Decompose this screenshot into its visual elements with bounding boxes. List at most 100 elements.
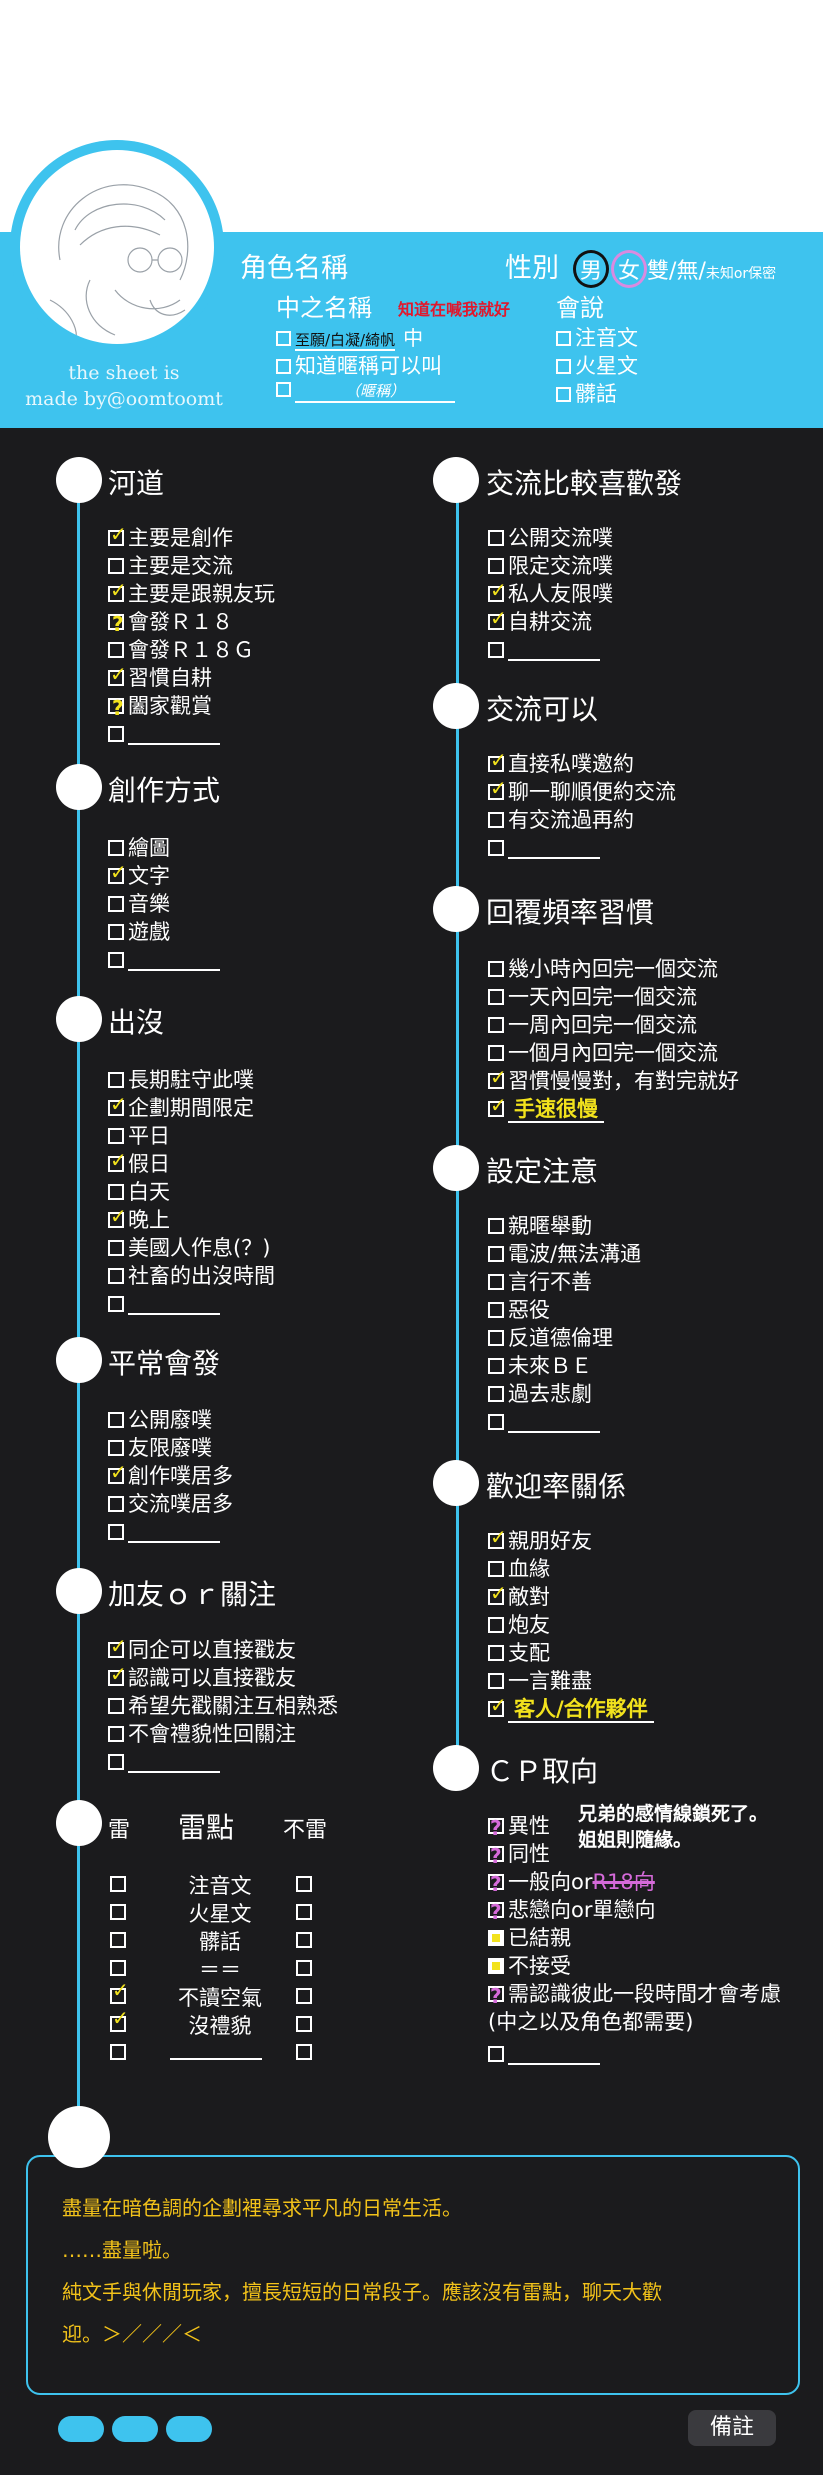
- list-item[interactable]: 主要是創作: [108, 520, 233, 552]
- checkbox[interactable]: [488, 989, 504, 1005]
- speak-option[interactable]: 火星文: [556, 350, 638, 380]
- page-pill[interactable]: [112, 2416, 158, 2442]
- not-mine-checkbox[interactable]: [296, 1932, 312, 1948]
- not-mine-checkbox[interactable]: [296, 1988, 312, 2004]
- checkbox[interactable]: [108, 1660, 127, 1688]
- list-item[interactable]: 繪圖: [108, 834, 170, 862]
- list-item[interactable]: 不會禮貌性回關注: [108, 1720, 296, 1748]
- list-item-blank[interactable]: [488, 1408, 600, 1436]
- checkbox[interactable]: [488, 576, 507, 604]
- checkbox[interactable]: [488, 840, 504, 856]
- checkbox[interactable]: [108, 520, 127, 548]
- checkbox[interactable]: [488, 1302, 504, 1318]
- checkbox[interactable]: [108, 642, 124, 658]
- name-option-3-checkbox[interactable]: [276, 382, 291, 397]
- list-item[interactable]: 親朋好友: [488, 1523, 592, 1555]
- mine-checkbox[interactable]: [110, 2044, 126, 2060]
- list-item-extra[interactable]: 客人/合作夥伴: [488, 1691, 654, 1723]
- list-item[interactable]: 聊一聊順便約交流: [488, 774, 676, 806]
- list-item[interactable]: 私人友限噗: [488, 576, 613, 608]
- list-item-blank[interactable]: [488, 636, 600, 664]
- checkbox[interactable]: [488, 1930, 504, 1946]
- list-item[interactable]: 需認識彼此一段時間才會考慮: [488, 1980, 781, 2010]
- checkbox[interactable]: [488, 1982, 504, 2010]
- checkbox[interactable]: [488, 1814, 504, 1842]
- list-item[interactable]: 言行不善: [488, 1268, 592, 1296]
- list-item[interactable]: 遊戲: [108, 918, 170, 946]
- blank-field[interactable]: [508, 2045, 600, 2065]
- checkbox[interactable]: [488, 1414, 504, 1430]
- name-option-3[interactable]: （暱稱）: [276, 380, 455, 403]
- mine-checkbox[interactable]: [110, 1932, 126, 1948]
- checkbox[interactable]: [108, 558, 124, 574]
- checkbox[interactable]: [488, 1673, 504, 1689]
- checkbox[interactable]: [488, 1691, 507, 1719]
- checkbox[interactable]: [488, 1274, 504, 1290]
- checkbox[interactable]: [108, 726, 124, 742]
- list-item[interactable]: 長期駐守此噗: [108, 1066, 254, 1094]
- checkbox[interactable]: [108, 1726, 124, 1742]
- list-item[interactable]: 不接受: [488, 1952, 571, 1980]
- checkbox[interactable]: [108, 660, 127, 688]
- checkbox[interactable]: [488, 1842, 504, 1870]
- checkbox[interactable]: [108, 610, 124, 638]
- list-item-blank[interactable]: [108, 720, 220, 748]
- checkbox[interactable]: [488, 604, 507, 632]
- list-item[interactable]: 一周內回完一個交流: [488, 1011, 697, 1039]
- checkbox[interactable]: [488, 1358, 504, 1374]
- list-item[interactable]: 會發Ｒ１８: [108, 608, 233, 638]
- blank-field[interactable]: [508, 839, 600, 859]
- checkbox[interactable]: [488, 2046, 504, 2062]
- blank-field[interactable]: [128, 725, 220, 745]
- list-item-blank[interactable]: [108, 1518, 220, 1546]
- not-mine-checkbox[interactable]: [296, 2044, 312, 2060]
- checkbox[interactable]: [108, 1632, 127, 1660]
- list-item[interactable]: 惡役: [488, 1296, 550, 1324]
- checkbox[interactable]: [108, 1146, 127, 1174]
- list-item[interactable]: 炮友: [488, 1611, 550, 1639]
- checkbox[interactable]: [488, 1063, 507, 1091]
- list-item[interactable]: 異性: [488, 1812, 550, 1842]
- list-item[interactable]: 會發Ｒ１８Ｇ: [108, 636, 254, 664]
- list-item[interactable]: 同企可以直接戳友: [108, 1632, 296, 1664]
- checkbox[interactable]: [488, 812, 504, 828]
- checkbox[interactable]: [108, 1184, 124, 1200]
- checkbox[interactable]: [108, 858, 127, 886]
- name-option-1[interactable]: 至願/白凝/綺帆中: [276, 322, 423, 351]
- checkbox[interactable]: [488, 1386, 504, 1402]
- list-item[interactable]: 習慣慢慢對，有對完就好: [488, 1063, 739, 1095]
- mine-checkbox[interactable]: [110, 1960, 126, 1976]
- list-item[interactable]: 限定交流噗: [488, 552, 613, 580]
- list-item[interactable]: 希望先戳關注互相熟悉: [108, 1692, 338, 1720]
- list-item[interactable]: 音樂: [108, 890, 170, 918]
- not-mine-checkbox[interactable]: [296, 1960, 312, 1976]
- list-item[interactable]: 友限廢噗: [108, 1434, 212, 1462]
- checkbox[interactable]: [108, 1754, 124, 1770]
- list-item[interactable]: 反道德倫理: [488, 1324, 613, 1352]
- checkbox[interactable]: [488, 1330, 504, 1346]
- gender-male[interactable]: 男: [573, 250, 610, 288]
- name-option-2-checkbox[interactable]: [276, 359, 291, 374]
- name-option-1-checkbox[interactable]: [276, 331, 291, 346]
- list-item[interactable]: 文字: [108, 858, 170, 890]
- checkbox[interactable]: [488, 1091, 507, 1119]
- blank-field[interactable]: [128, 1295, 220, 1315]
- list-item-extra[interactable]: 手速很慢: [488, 1091, 604, 1123]
- blank-field[interactable]: [508, 1413, 600, 1433]
- list-item[interactable]: 平日: [108, 1122, 170, 1150]
- checkbox[interactable]: [108, 1296, 124, 1312]
- remarks-tab[interactable]: 備註: [688, 2410, 776, 2446]
- list-item[interactable]: 自耕交流: [488, 604, 592, 636]
- checkbox[interactable]: [488, 1870, 504, 1898]
- checkbox[interactable]: [488, 1958, 504, 1974]
- list-item[interactable]: 創作噗居多: [108, 1458, 233, 1490]
- list-item[interactable]: 已結親: [488, 1924, 571, 1952]
- page-pill[interactable]: [166, 2416, 212, 2442]
- speak-option[interactable]: 注音文: [556, 322, 638, 352]
- checkbox[interactable]: [488, 774, 507, 802]
- not-mine-checkbox[interactable]: [296, 1876, 312, 1892]
- checkbox[interactable]: [488, 746, 507, 774]
- list-item-blank[interactable]: [108, 1748, 220, 1776]
- list-item[interactable]: 社畜的出沒時間: [108, 1262, 275, 1290]
- checkbox[interactable]: [488, 1045, 504, 1061]
